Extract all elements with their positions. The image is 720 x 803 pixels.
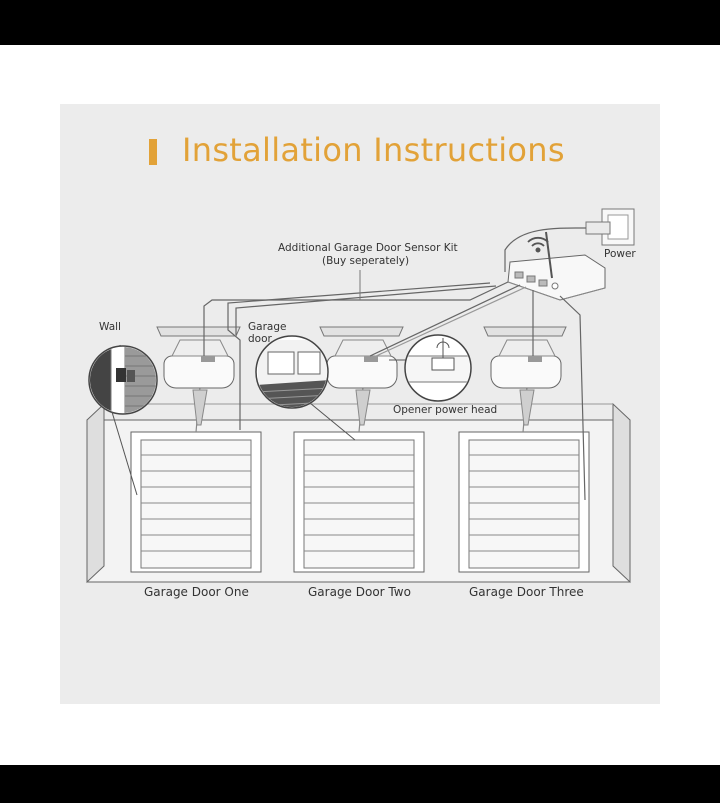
opener-head-icon [490, 339, 562, 389]
ceiling-rails [156, 326, 567, 337]
garage-door-one-graphic [130, 431, 262, 573]
sensor-kit-sublabel: (Buy seperately) [322, 255, 410, 267]
garage-door-two-graphic [293, 431, 425, 573]
door-label-three: Garage Door Three [469, 585, 584, 599]
opener-head-icon [326, 339, 398, 389]
bottom-black-bar [0, 765, 720, 803]
garage-door-label-line2: door [248, 333, 272, 345]
door-label-two: Garage Door Two [308, 585, 411, 599]
wall-callout [88, 344, 158, 496]
garage-door-three-graphic [458, 431, 590, 573]
title-accent-bar [149, 139, 157, 165]
top-black-bar [0, 0, 720, 45]
power-label: Power [604, 248, 636, 260]
wall-label: Wall [99, 321, 121, 333]
page-title: Installation Instructions [182, 131, 565, 169]
power-outlet-icon [504, 208, 635, 272]
garage-door-label: Garage [248, 321, 287, 333]
wiring-lines [203, 281, 586, 501]
garage-door-callout [255, 335, 356, 441]
wifi-icon [527, 236, 549, 253]
door-label-one: Garage Door One [144, 585, 249, 599]
sensor-kit-label: Additional Garage Door Sensor Kit [278, 242, 458, 254]
opener-power-head-callout [389, 334, 472, 402]
opener-arms [192, 389, 535, 426]
opener-power-head-label: Opener power head [393, 404, 498, 416]
opener-head-icon [163, 339, 235, 389]
hub-device-icon [507, 231, 606, 301]
